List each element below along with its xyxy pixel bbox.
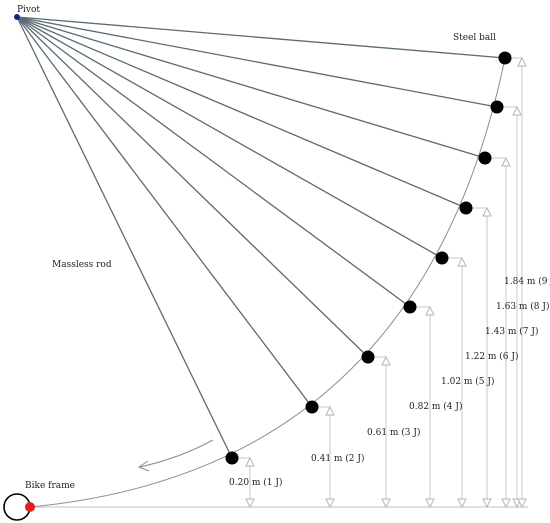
steel-ball-2 bbox=[305, 400, 319, 414]
swing-arc bbox=[29, 57, 506, 508]
dimension-arrow-down-icon-4 bbox=[425, 498, 435, 509]
dimension-arrow-up-icon-3 bbox=[381, 355, 391, 366]
steel-ball-6 bbox=[459, 201, 473, 215]
dimension-arrow-down-icon-7 bbox=[501, 498, 511, 509]
massless-rod-5 bbox=[16, 16, 443, 259]
dimension-arrow-down-icon-1 bbox=[245, 498, 255, 509]
massless-rod-8 bbox=[16, 16, 498, 108]
swing-direction-arrow-icon bbox=[139, 439, 214, 468]
massless-rod-6 bbox=[16, 16, 467, 209]
bike-frame-label: Bike frame bbox=[25, 481, 75, 491]
pivot-label: Pivot bbox=[17, 5, 40, 15]
height-labels-group: 0.20 m (1 J) 0.41 m (2 J) 0.61 m (3 J) 0.82… bbox=[229, 276, 550, 488]
height-label-5: 1.02 m (5 J) bbox=[441, 376, 495, 387]
dimension-arrow-up-icon-9 bbox=[517, 56, 527, 67]
impact-point bbox=[25, 502, 35, 512]
dimension-arrow-down-icon-6 bbox=[482, 498, 492, 509]
massless-rod-4 bbox=[16, 16, 411, 308]
massless-rod-7 bbox=[16, 16, 486, 159]
height-label-3: 0.61 m (3 J) bbox=[367, 427, 421, 438]
dimension-arrow-up-icon-2 bbox=[325, 405, 335, 416]
dimension-arrow-up-icon-8 bbox=[512, 105, 522, 116]
dimension-arrow-down-icon-2 bbox=[325, 498, 335, 509]
height-label-2: 0.41 m (2 J) bbox=[311, 453, 365, 464]
dimension-arrow-down-icon-9 bbox=[517, 498, 527, 509]
rods-group bbox=[16, 16, 506, 459]
dimension-arrow-up-icon-1 bbox=[245, 456, 255, 467]
steel-ball-label: Steel ball bbox=[453, 33, 496, 43]
steel-ball-3 bbox=[361, 350, 375, 364]
height-label-4: 0.82 m (4 J) bbox=[409, 401, 463, 412]
dimension-arrow-down-icon-3 bbox=[381, 498, 391, 509]
pivot-point bbox=[14, 14, 20, 20]
dimension-lines-group bbox=[238, 56, 527, 509]
steel-ball-5 bbox=[435, 251, 449, 265]
massless-rod-3 bbox=[16, 16, 369, 358]
height-label-7: 1.43 m (7 J) bbox=[485, 326, 539, 337]
dimension-arrow-down-icon-5 bbox=[457, 498, 467, 509]
steel-ball-8 bbox=[490, 100, 504, 114]
steel-ball-1 bbox=[225, 451, 239, 465]
dimension-arrow-up-icon-4 bbox=[425, 305, 435, 316]
swing-direction-arrowhead-icon bbox=[137, 460, 150, 472]
height-label-8: 1.63 m (8 J) bbox=[496, 301, 550, 312]
dimension-arrow-up-icon-7 bbox=[501, 156, 511, 167]
dimension-arrow-up-icon-5 bbox=[457, 256, 467, 267]
steel-balls-group bbox=[225, 51, 512, 465]
steel-ball-9 bbox=[498, 51, 512, 65]
dimension-arrow-up-icon-6 bbox=[482, 206, 492, 217]
massless-rod-2 bbox=[16, 16, 313, 408]
height-label-1: 0.20 m (1 J) bbox=[229, 477, 283, 488]
massless-rod-1 bbox=[16, 16, 233, 459]
height-label-9: 1.84 m (9 J) bbox=[504, 276, 550, 287]
massless-rod-9 bbox=[16, 16, 506, 59]
steel-ball-4 bbox=[403, 300, 417, 314]
steel-ball-7 bbox=[478, 151, 492, 165]
height-label-6: 1.22 m (6 J) bbox=[465, 351, 519, 362]
massless-rod-label: Massless rod bbox=[52, 260, 112, 270]
